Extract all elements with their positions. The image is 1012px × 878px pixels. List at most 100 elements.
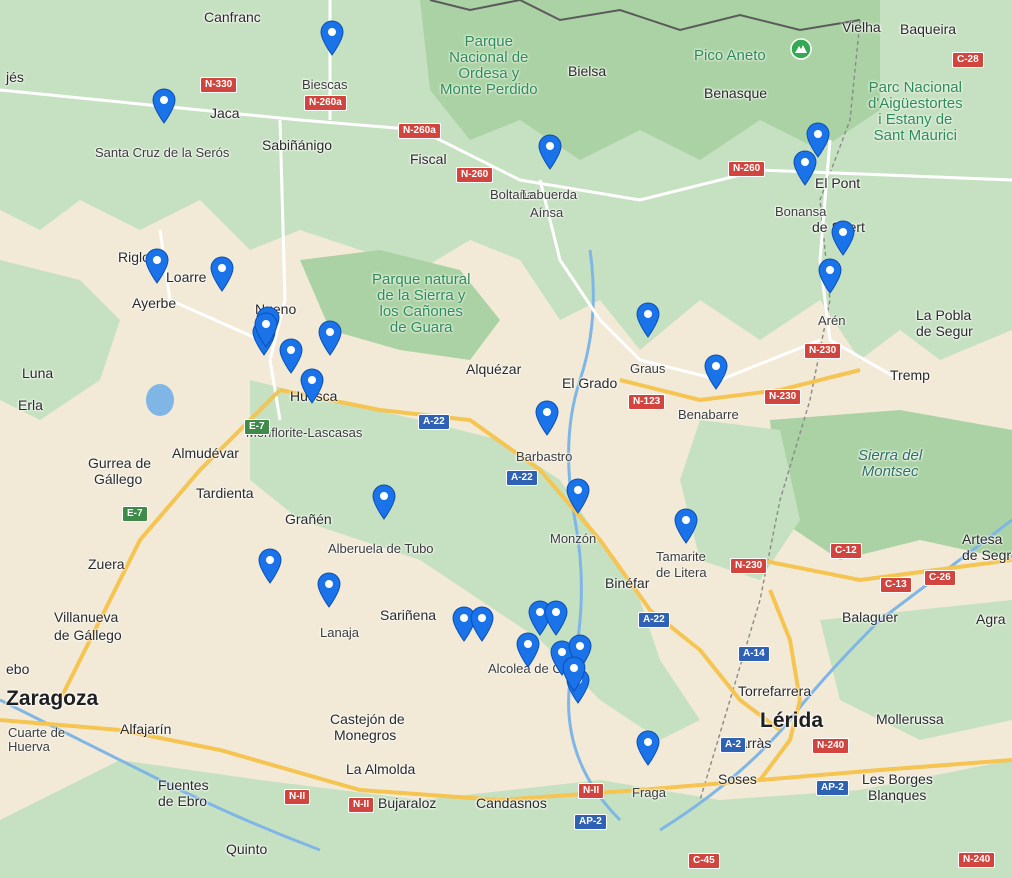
- place-label: Huerva: [8, 739, 50, 754]
- place-label: Gállego: [94, 471, 143, 487]
- location-pin-icon[interactable]: [451, 606, 477, 642]
- park-label-line: Parc Nacional: [868, 79, 962, 96]
- location-pin-icon[interactable]: [534, 400, 560, 436]
- place-label: ebo: [6, 661, 30, 677]
- park-label-line: Parque natural: [372, 271, 471, 288]
- location-pin-icon[interactable]: [371, 484, 397, 520]
- place-label: Bielsa: [568, 63, 607, 79]
- road-shield: C-28: [952, 52, 984, 68]
- location-pin-icon[interactable]: [469, 606, 495, 642]
- forest-area-east: [680, 420, 800, 580]
- place-label: Almudévar: [172, 445, 239, 461]
- national-border: [429, 0, 861, 32]
- location-pin-icon[interactable]: [151, 88, 177, 124]
- park-label: Pico Aneto: [694, 48, 766, 64]
- place-label: Tremp: [890, 367, 930, 383]
- park-label-line: Ordesa y: [458, 65, 520, 82]
- park-label-line: Monte Perdido: [440, 81, 538, 98]
- place-label: La Pobla: [916, 307, 972, 323]
- road-shield: A-22: [638, 612, 670, 628]
- park-label-line: Parque: [464, 33, 513, 50]
- location-pin-icon[interactable]: [278, 338, 304, 374]
- location-pin-icon[interactable]: [673, 508, 699, 544]
- place-label: Soses: [718, 771, 757, 787]
- location-pin-icon[interactable]: [144, 248, 170, 284]
- place-label: Labuerda: [522, 187, 577, 202]
- place-label: Candasnos: [476, 795, 547, 811]
- forest-area-montsec: [770, 410, 1012, 560]
- location-pin-icon[interactable]: [299, 368, 325, 404]
- location-pin-icon[interactable]: [257, 548, 283, 584]
- location-pin-icon[interactable]: [537, 134, 563, 170]
- mountain-peak-icon[interactable]: [790, 38, 812, 60]
- location-pin-icon[interactable]: [253, 312, 279, 348]
- location-pin-icon[interactable]: [703, 354, 729, 390]
- road-shield: N-240: [958, 852, 996, 868]
- road-shield: E-7: [122, 506, 148, 522]
- park-label-line: de la Sierra y: [377, 287, 466, 304]
- location-pin-icon[interactable]: [317, 320, 343, 356]
- road-shield: AP-2: [816, 780, 849, 796]
- place-label: Monflorite-Lascasas: [246, 425, 363, 440]
- place-label: Jaca: [210, 105, 240, 121]
- place-label: jés: [6, 69, 24, 85]
- location-pin-icon[interactable]: [830, 220, 856, 256]
- location-pin-icon[interactable]: [316, 572, 342, 608]
- location-pin-icon[interactable]: [805, 122, 831, 158]
- place-label: Monzón: [550, 531, 597, 546]
- location-pin-icon[interactable]: [543, 600, 569, 636]
- place-label: Tardienta: [196, 485, 254, 501]
- road-shield: A-14: [738, 646, 770, 662]
- location-pin-icon[interactable]: [565, 478, 591, 514]
- place-label: Loarre: [166, 269, 207, 285]
- river-cinca: [567, 249, 622, 822]
- place-label: Villanueva: [54, 609, 119, 625]
- place-label: Gurrea de: [88, 455, 152, 471]
- road-shield: A-22: [506, 470, 538, 486]
- place-label: Baqueira: [900, 21, 957, 37]
- location-pin-icon[interactable]: [209, 256, 235, 292]
- regional-border: [699, 19, 861, 801]
- road-shield: N-260: [456, 167, 494, 183]
- road-shield: N-260a: [304, 95, 347, 111]
- location-pin-icon[interactable]: [319, 20, 345, 56]
- place-label: Aínsa: [530, 205, 564, 220]
- road-shield: N-260: [728, 161, 766, 177]
- road-shield: N-240: [812, 738, 850, 754]
- road-shield: N-II: [348, 797, 375, 813]
- place-label: Arén: [818, 313, 846, 328]
- park-label-line: Sierra del: [858, 447, 923, 464]
- place-label: Tamarite: [656, 549, 706, 564]
- place-label: Lanaja: [320, 625, 360, 640]
- park-label-line: Sant Maurici: [873, 127, 957, 144]
- location-pin-icon[interactable]: [635, 302, 661, 338]
- place-label: Bujaraloz: [378, 795, 437, 811]
- place-label: Grañén: [285, 511, 332, 527]
- park-label-line: i Estany de: [878, 111, 953, 128]
- location-pin-icon[interactable]: [561, 656, 587, 692]
- place-label: Bonansa: [775, 204, 827, 219]
- road-shield: N-123: [628, 394, 666, 410]
- place-label: Lérida: [760, 709, 824, 732]
- place-label: El Grado: [562, 375, 618, 391]
- location-pin-icon[interactable]: [792, 150, 818, 186]
- place-label: Benasque: [704, 85, 768, 101]
- place-label: Binéfar: [605, 575, 650, 591]
- place-label: Sabiñánigo: [262, 137, 333, 153]
- road-shield: N-330: [200, 77, 238, 93]
- location-pin-icon[interactable]: [635, 730, 661, 766]
- road-shield: N-230: [764, 389, 802, 405]
- place-label: Erla: [18, 397, 43, 413]
- reservoir: [146, 384, 174, 416]
- place-label: Alberuela de Tubo: [328, 541, 434, 556]
- place-label: Zuera: [88, 556, 125, 572]
- location-pin-icon[interactable]: [817, 258, 843, 294]
- road-shield: N-II: [284, 789, 311, 805]
- location-pin-icon[interactable]: [515, 632, 541, 668]
- place-label: de Segre: [962, 547, 1012, 563]
- road-shield: N-230: [804, 343, 842, 359]
